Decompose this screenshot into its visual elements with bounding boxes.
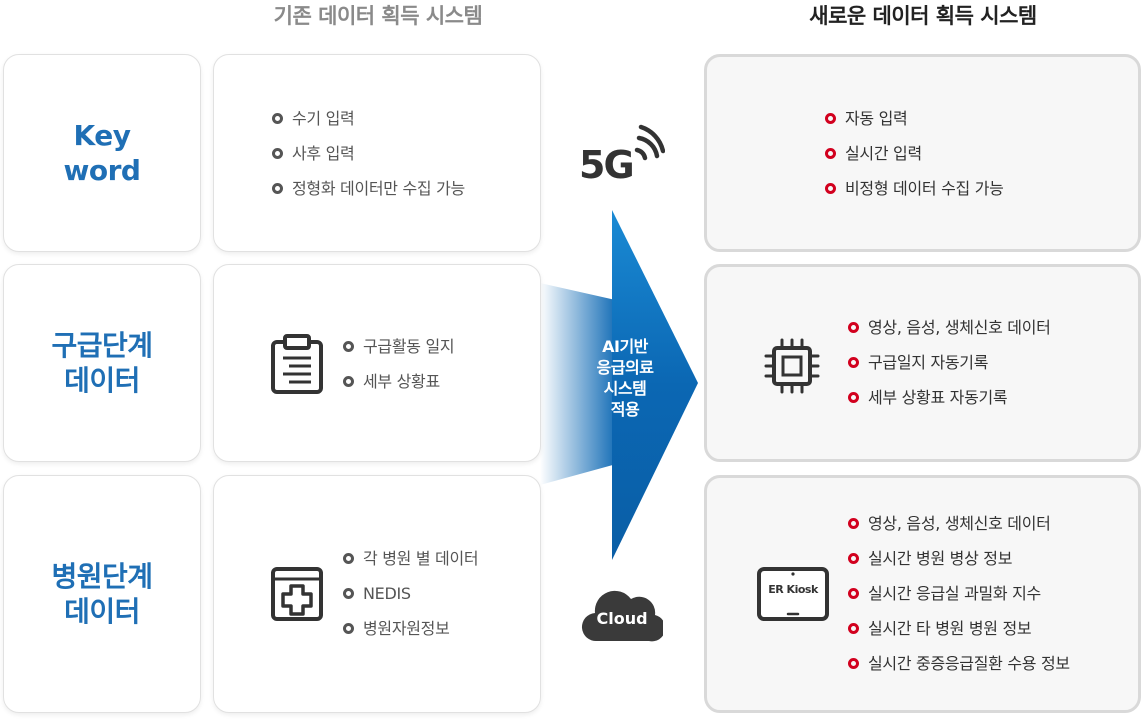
row-label-line: 병원단계	[51, 560, 153, 593]
row-label-card-ambulance-data: 구급단계 데이터	[3, 264, 201, 462]
list-item: 실시간 타 병원 병원 정보	[848, 611, 1070, 646]
list-item: 실시간 중증응급질환 수용 정보	[848, 646, 1070, 681]
list-item: 자동 입력	[825, 101, 1004, 136]
list-item: 실시간 병원 병상 정보	[848, 541, 1070, 576]
old-system-heading: 기존 데이터 획득 시스템	[273, 4, 483, 28]
list-item: 영상, 음성, 생체신호 데이터	[848, 310, 1051, 345]
cloud-label: Cloud	[596, 609, 648, 628]
new-keyword-list: 자동 입력 실시간 입력 비정형 데이터 수집 가능	[825, 101, 1004, 206]
signal-icon: 5G	[579, 124, 666, 187]
list-item: 세부 상황표	[343, 364, 454, 399]
tablet-icon	[757, 567, 829, 621]
ai-system-label: AI기반 응급의료 시스템 적용	[570, 336, 680, 420]
list-item: 구급일지 자동기록	[848, 345, 1051, 380]
fiveg-badge: 5G	[579, 124, 666, 188]
ai-label-line: AI기반	[602, 337, 648, 356]
list-item: 실시간 응급실 과밀화 지수	[848, 576, 1070, 611]
row-label-card-hospital-data: 병원단계 데이터	[3, 475, 201, 713]
old-system-card-hospital	[213, 475, 541, 713]
row-label-line: word	[63, 154, 141, 187]
list-item: 구급활동 일지	[343, 329, 455, 364]
list-item: 병원자원정보	[343, 611, 478, 646]
list-item: NEDIS	[343, 576, 478, 611]
old-system-card-ambulance	[213, 264, 541, 462]
row-label-line: Key	[73, 119, 131, 152]
fiveg-label: 5G	[579, 143, 633, 184]
new-hospital-list: 영상, 음성, 생체신호 데이터 실시간 병원 병상 정보 실시간 응급실 과밀…	[848, 506, 1070, 681]
new-ambulance-list: 영상, 음성, 생체신호 데이터 구급일지 자동기록 세부 상황표 자동기록	[848, 310, 1051, 415]
new-system-card-keyword	[704, 54, 1141, 252]
hospital-kit-icon	[271, 567, 323, 621]
row-label-line: 데이터	[64, 364, 140, 397]
new-system-heading: 새로운 데이터 획득 시스템	[809, 4, 1037, 28]
list-item: 세부 상황표 자동기록	[848, 380, 1051, 415]
new-system-card-ambulance	[704, 264, 1141, 462]
list-item: 정형화 데이터만 수집 가능	[272, 171, 465, 206]
ai-label-line: 시스템	[603, 379, 647, 398]
old-keyword-list: 수기 입력 사후 입력 정형화 데이터만 수집 가능	[272, 101, 465, 206]
cloud-icon	[581, 590, 663, 642]
row-label-line: 데이터	[64, 595, 140, 628]
chip-icon	[764, 338, 820, 394]
list-item: 영상, 음성, 생체신호 데이터	[848, 506, 1070, 541]
old-system-card-keyword	[213, 54, 541, 252]
clipboard-icon	[271, 334, 323, 394]
list-item: 비정형 데이터 수집 가능	[825, 171, 1004, 206]
row-label-card-keyword: Key word	[3, 54, 201, 252]
list-item: 사후 입력	[272, 136, 465, 171]
ai-arrow-graphic	[540, 210, 698, 560]
old-hospital-list: 각 병원 별 데이터 NEDIS 병원자원정보	[343, 541, 479, 646]
row-label-line: 구급단계	[51, 329, 153, 362]
list-item: 실시간 입력	[825, 136, 1004, 171]
list-item: 각 병원 별 데이터	[343, 541, 479, 576]
kiosk-label: ER Kiosk	[768, 583, 818, 596]
list-item: 수기 입력	[272, 101, 465, 136]
ai-label-line: 적용	[610, 400, 640, 419]
old-ambulance-list: 구급활동 일지 세부 상황표	[343, 329, 455, 399]
ai-label-line: 응급의료	[596, 358, 654, 377]
